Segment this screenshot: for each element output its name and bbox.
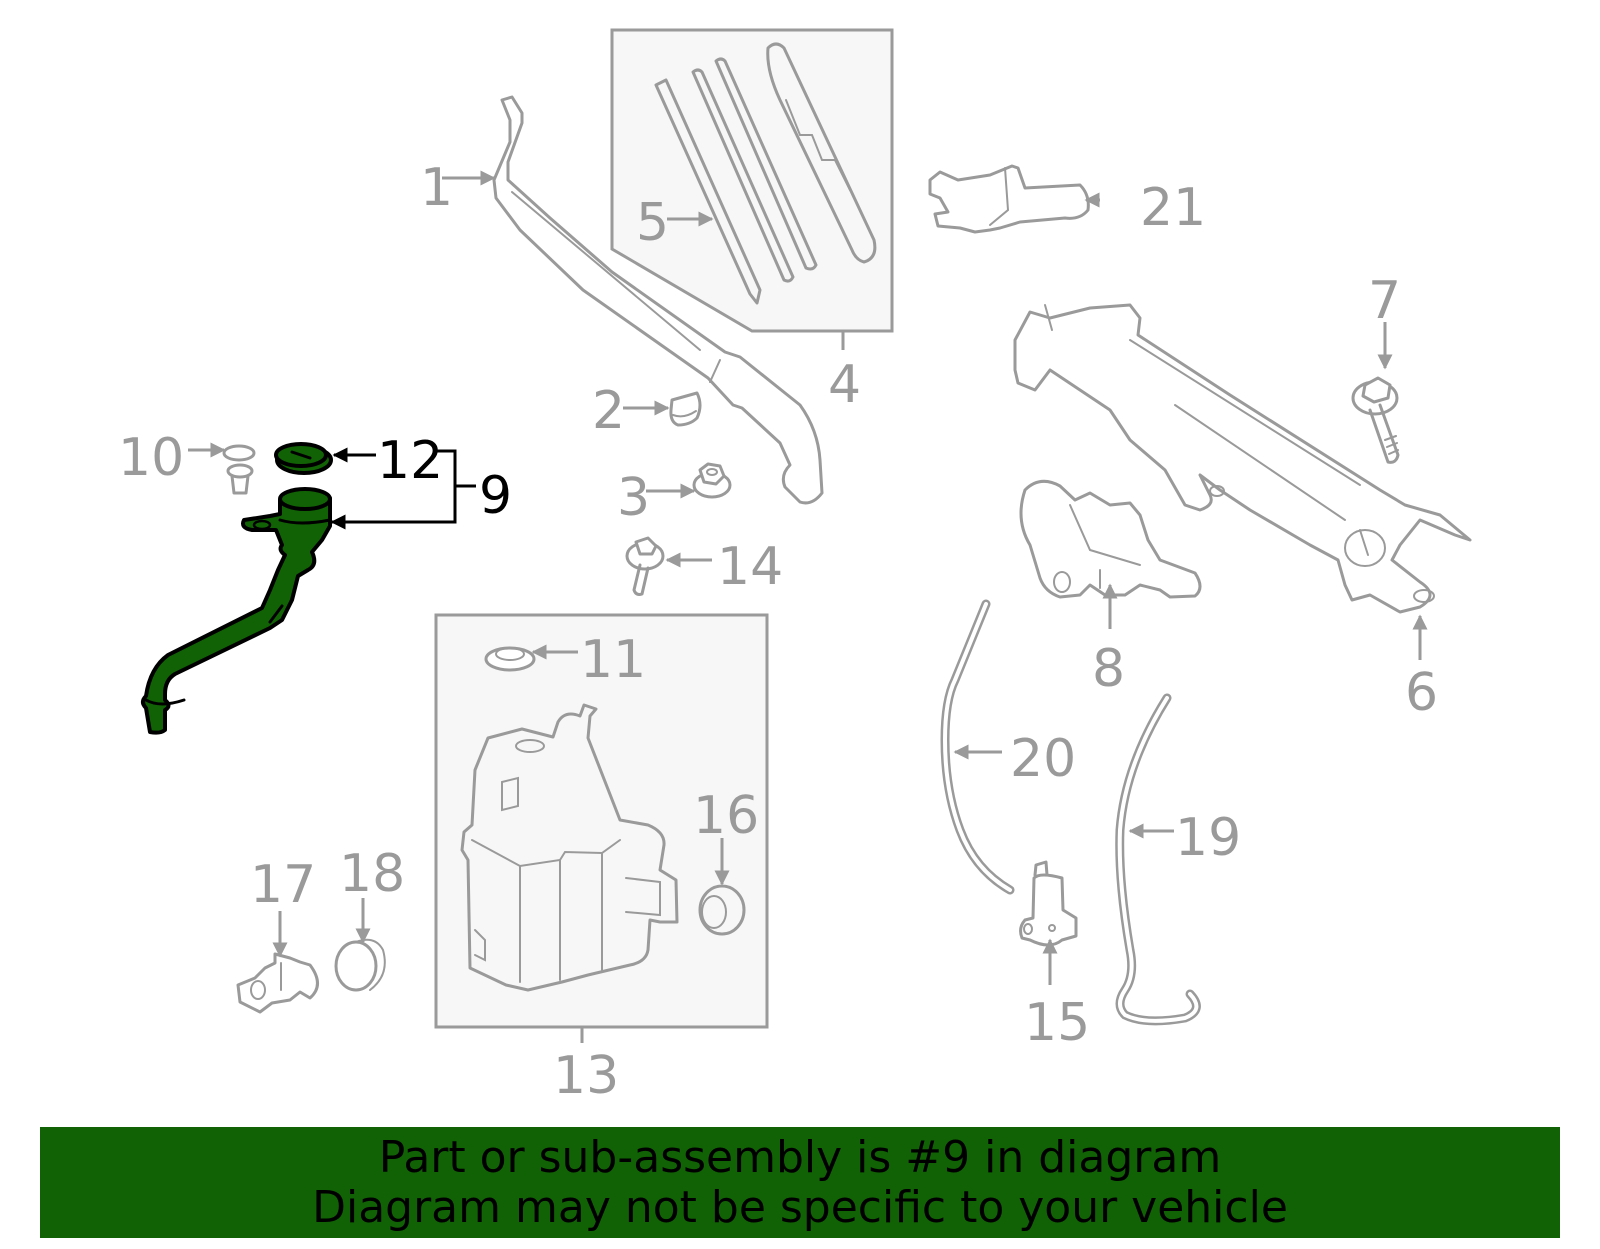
callout-6: 6 — [1405, 663, 1438, 723]
callout-11: 11 — [580, 630, 646, 690]
callout-9: 9 — [479, 466, 512, 526]
callout-21: 21 — [1140, 178, 1206, 238]
callout-13: 13 — [553, 1046, 619, 1106]
part-18-plug[interactable] — [334, 938, 386, 992]
callout-7: 7 — [1368, 271, 1401, 331]
part-11-grommet[interactable] — [484, 646, 536, 672]
part-5-blade-insert[interactable] — [654, 42, 877, 305]
callout-17: 17 — [250, 855, 316, 915]
callout-2: 2 — [592, 381, 625, 441]
part-17-clip[interactable] — [236, 952, 319, 1014]
part-2-cap[interactable] — [669, 391, 702, 427]
callout-14: 14 — [717, 537, 783, 597]
blade-assembly-box — [610, 28, 894, 350]
banner-part-line: Part or sub-assembly is #9 in diagram — [378, 1131, 1222, 1183]
callout-1: 1 — [420, 158, 453, 218]
callout-20: 20 — [1010, 729, 1076, 789]
callout-16: 16 — [693, 786, 759, 846]
callout-8: 8 — [1092, 639, 1125, 699]
highlight-callouts — [330, 447, 476, 530]
part-21-connector[interactable] — [928, 164, 1090, 234]
callout-labels: 1 2 3 4 5 6 7 8 9 10 11 12 13 14 15 16 1… — [118, 158, 1438, 1106]
part-16-grommet[interactable] — [698, 884, 746, 936]
part-14-bolt[interactable] — [625, 536, 665, 596]
part-12-filler-cap[interactable] — [274, 442, 333, 475]
part-13-washer-reservoir[interactable] — [460, 703, 679, 992]
callout-15: 15 — [1024, 993, 1090, 1053]
callout-3: 3 — [617, 468, 650, 528]
callout-19: 19 — [1175, 808, 1241, 868]
callout-12: 12 — [377, 431, 443, 491]
part-7-bolt[interactable] — [1351, 376, 1400, 464]
callout-arrows — [188, 170, 1428, 985]
part-6-wiper-linkage[interactable] — [1013, 303, 1472, 614]
callout-18: 18 — [339, 844, 405, 904]
part-15-washer-pump[interactable] — [1019, 860, 1078, 947]
banner-disclaimer-line: Diagram may not be specific to your vehi… — [312, 1181, 1288, 1233]
callout-10: 10 — [118, 428, 184, 488]
part-19-hose[interactable] — [1115, 693, 1201, 1026]
part-9-filler-neck-assembly[interactable] — [141, 442, 333, 735]
callout-4: 4 — [828, 355, 861, 415]
part-3-nut[interactable] — [692, 462, 732, 499]
part-20-hose[interactable] — [940, 599, 1015, 895]
part-info-banner: Part or sub-assembly is #9 in diagram Di… — [40, 1127, 1560, 1238]
part-10-clip[interactable] — [222, 444, 256, 495]
part-8-wiper-motor[interactable] — [1019, 479, 1202, 599]
part-1-wiper-arm[interactable] — [492, 95, 824, 505]
callout-5: 5 — [636, 193, 669, 253]
